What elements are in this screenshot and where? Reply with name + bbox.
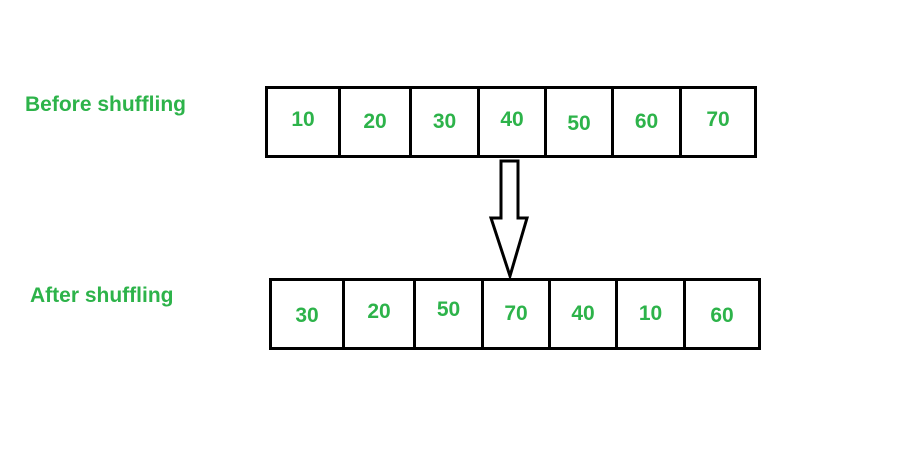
before-cell-value: 70 xyxy=(706,108,730,131)
before-cell-2: 30 xyxy=(409,86,480,158)
after-cell-0: 30 xyxy=(269,278,345,350)
after-cell-6: 60 xyxy=(683,278,761,350)
after-label: After shuffling xyxy=(30,284,174,307)
after-cell-value: 40 xyxy=(571,302,595,325)
before-cell-value: 30 xyxy=(432,110,457,133)
after-cell-value: 20 xyxy=(367,300,391,323)
after-cell-value: 60 xyxy=(710,304,734,327)
after-cell-value: 70 xyxy=(504,302,528,325)
before-cell-value: 10 xyxy=(291,108,315,131)
before-cell-value: 50 xyxy=(567,112,591,135)
shuffle-arrow-shape xyxy=(488,159,530,282)
after-cell-3: 70 xyxy=(481,278,551,350)
before-cell-4: 50 xyxy=(544,86,614,158)
before-label: Before shuffling xyxy=(25,93,186,116)
before-cell-6: 70 xyxy=(679,86,757,158)
after-cell-value: 30 xyxy=(295,304,319,327)
after-cell-1: 20 xyxy=(342,278,416,350)
before-cell-value: 20 xyxy=(363,110,387,133)
after-cell-value: 10 xyxy=(638,302,663,325)
before-cell-5: 60 xyxy=(611,86,682,158)
after-cell-4: 40 xyxy=(548,278,618,350)
before-cell-value: 40 xyxy=(500,108,524,131)
before-cell-value: 60 xyxy=(634,110,659,133)
after-cell-5: 10 xyxy=(615,278,686,350)
after-cell-value: 50 xyxy=(436,298,461,321)
after-cell-2: 50 xyxy=(413,278,484,350)
